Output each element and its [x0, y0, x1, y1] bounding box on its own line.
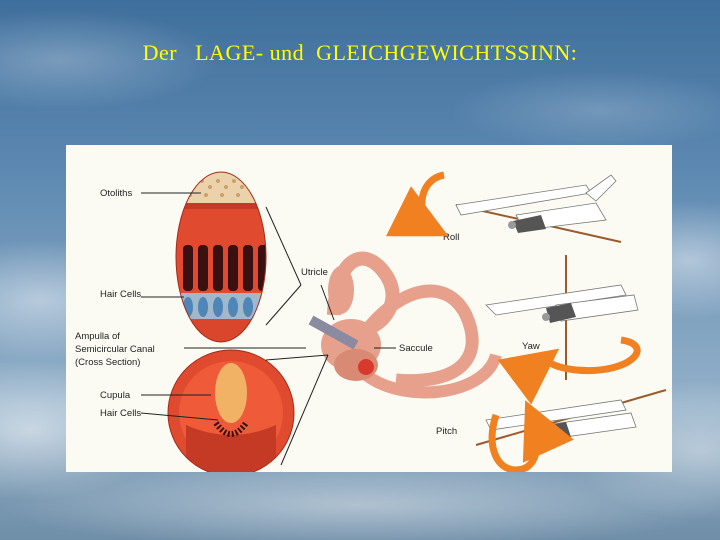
label-ampulla-line3: (Cross Section)	[75, 357, 140, 368]
label-yaw: Yaw	[522, 341, 540, 352]
label-cupula: Cupula	[100, 390, 131, 401]
yaw-airplane	[486, 255, 638, 380]
vestibular-diagram: Otoliths Hair Cells Ampulla of Semicircu…	[66, 145, 672, 472]
label-ampulla-line1: Ampulla of	[75, 331, 120, 342]
label-ampulla-line2: Semicircular Canal	[75, 344, 155, 355]
label-utricle: Utricle	[301, 267, 328, 278]
label-otoliths: Otoliths	[100, 188, 132, 199]
pitch-airplane	[476, 390, 666, 470]
label-roll: Roll	[443, 232, 459, 243]
otolith-organ	[171, 171, 271, 349]
inner-ear-labyrinth	[311, 259, 496, 393]
label-hair-cells-top: Hair Cells	[100, 289, 141, 300]
label-hair-cells-bottom: Hair Cells	[100, 408, 141, 419]
slide-title: Der LAGE- und GLEICHGEWICHTSSINN:	[0, 40, 720, 66]
label-saccule: Saccule	[399, 343, 433, 354]
label-pitch: Pitch	[436, 426, 457, 437]
